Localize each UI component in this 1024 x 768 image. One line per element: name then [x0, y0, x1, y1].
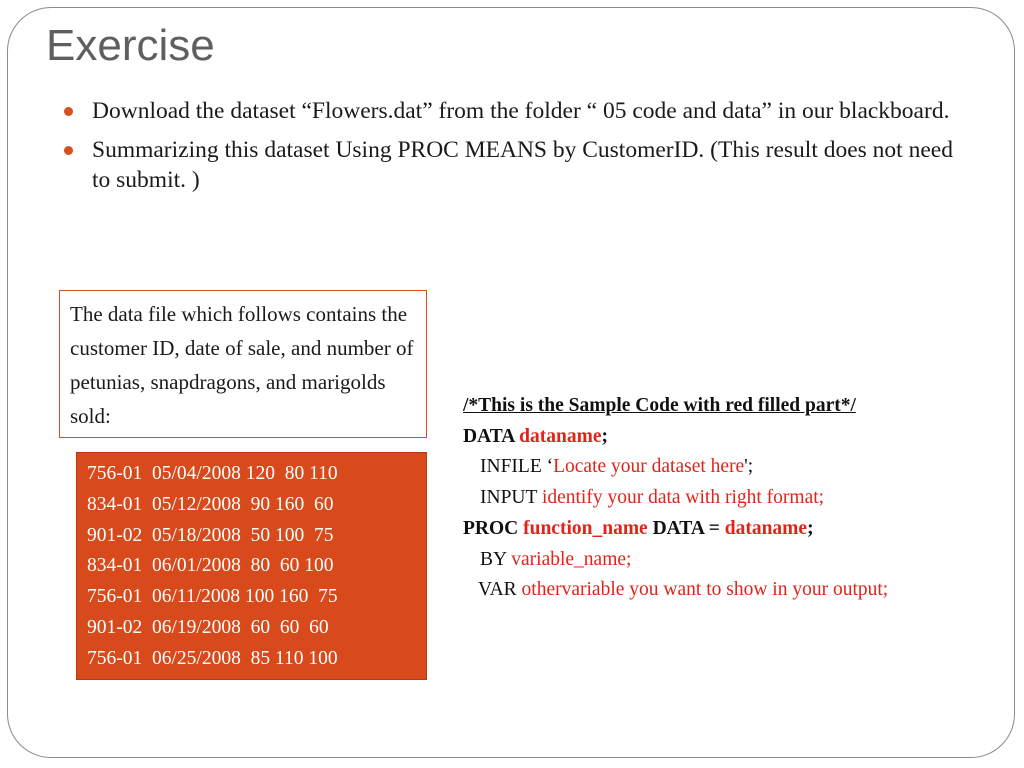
data-row: 756-01 06/11/2008 100 160 75 [87, 586, 338, 608]
code-placeholder: dataname [724, 517, 808, 539]
code-keyword: DATA = [647, 517, 725, 539]
info-box: The data file which follows contains the… [59, 290, 427, 438]
slide-title: Exercise [46, 21, 215, 70]
code-punct: '; [744, 456, 754, 478]
code-comment: /*This is the Sample Code with red fille… [463, 395, 856, 416]
code-placeholder: dataname [519, 425, 602, 447]
data-box: 756-01 05/04/2008 120 80 110 834-01 05/1… [76, 452, 427, 680]
code-keyword: VAR [478, 579, 522, 601]
code-placeholder: othervariable you want to show in your o… [521, 579, 889, 601]
bullet-list: Download the dataset “Flowers.dat” from … [64, 96, 964, 204]
info-box-text: The data file which follows contains the… [70, 302, 414, 428]
bullet-dot-icon [64, 146, 73, 155]
data-row: 756-01 06/25/2008 85 110 100 [87, 647, 338, 669]
data-row: 834-01 05/12/2008 90 160 60 [87, 493, 334, 515]
code-punct: ; [807, 517, 814, 539]
data-row: 901-02 05/18/2008 50 100 75 [87, 524, 334, 546]
code-line-input: INPUT identify your data with right form… [463, 483, 1008, 514]
code-line-data: DATA dataname; [463, 422, 1008, 453]
bullet-item: Download the dataset “Flowers.dat” from … [64, 96, 964, 126]
code-keyword: PROC [463, 517, 524, 539]
bullet-text: Download the dataset “Flowers.dat” from … [92, 98, 950, 124]
code-line-by: BY variable_name; [463, 545, 1008, 576]
code-line-var: VAR othervariable you want to show in yo… [463, 575, 1008, 606]
bullet-item: Summarizing this dataset Using PROC MEAN… [64, 135, 964, 195]
code-punct: ; [601, 425, 609, 447]
code-keyword: INFILE ‘ [480, 456, 554, 478]
code-line-proc: PROC function_name DATA = dataname; [463, 514, 1008, 545]
code-placeholder: Locate your dataset here [553, 456, 745, 478]
data-row: 756-01 05/04/2008 120 80 110 [87, 463, 338, 484]
data-row: 834-01 06/01/2008 80 60 100 [87, 555, 334, 577]
bullet-text: Summarizing this dataset Using PROC MEAN… [92, 137, 953, 193]
sample-code-block: /*This is the Sample Code with red fille… [463, 391, 1008, 606]
bullet-dot-icon [64, 107, 73, 116]
code-keyword: BY [480, 548, 512, 570]
code-placeholder: identify your data with right format; [541, 487, 825, 509]
code-line-infile: INFILE ‘Locate your dataset here'; [463, 452, 1008, 483]
code-placeholder: variable_name; [511, 548, 632, 570]
code-keyword: DATA [463, 425, 520, 447]
code-keyword: INPUT [480, 487, 542, 509]
code-placeholder: function_name [523, 517, 648, 539]
data-row: 901-02 06/19/2008 60 60 60 [87, 616, 329, 638]
